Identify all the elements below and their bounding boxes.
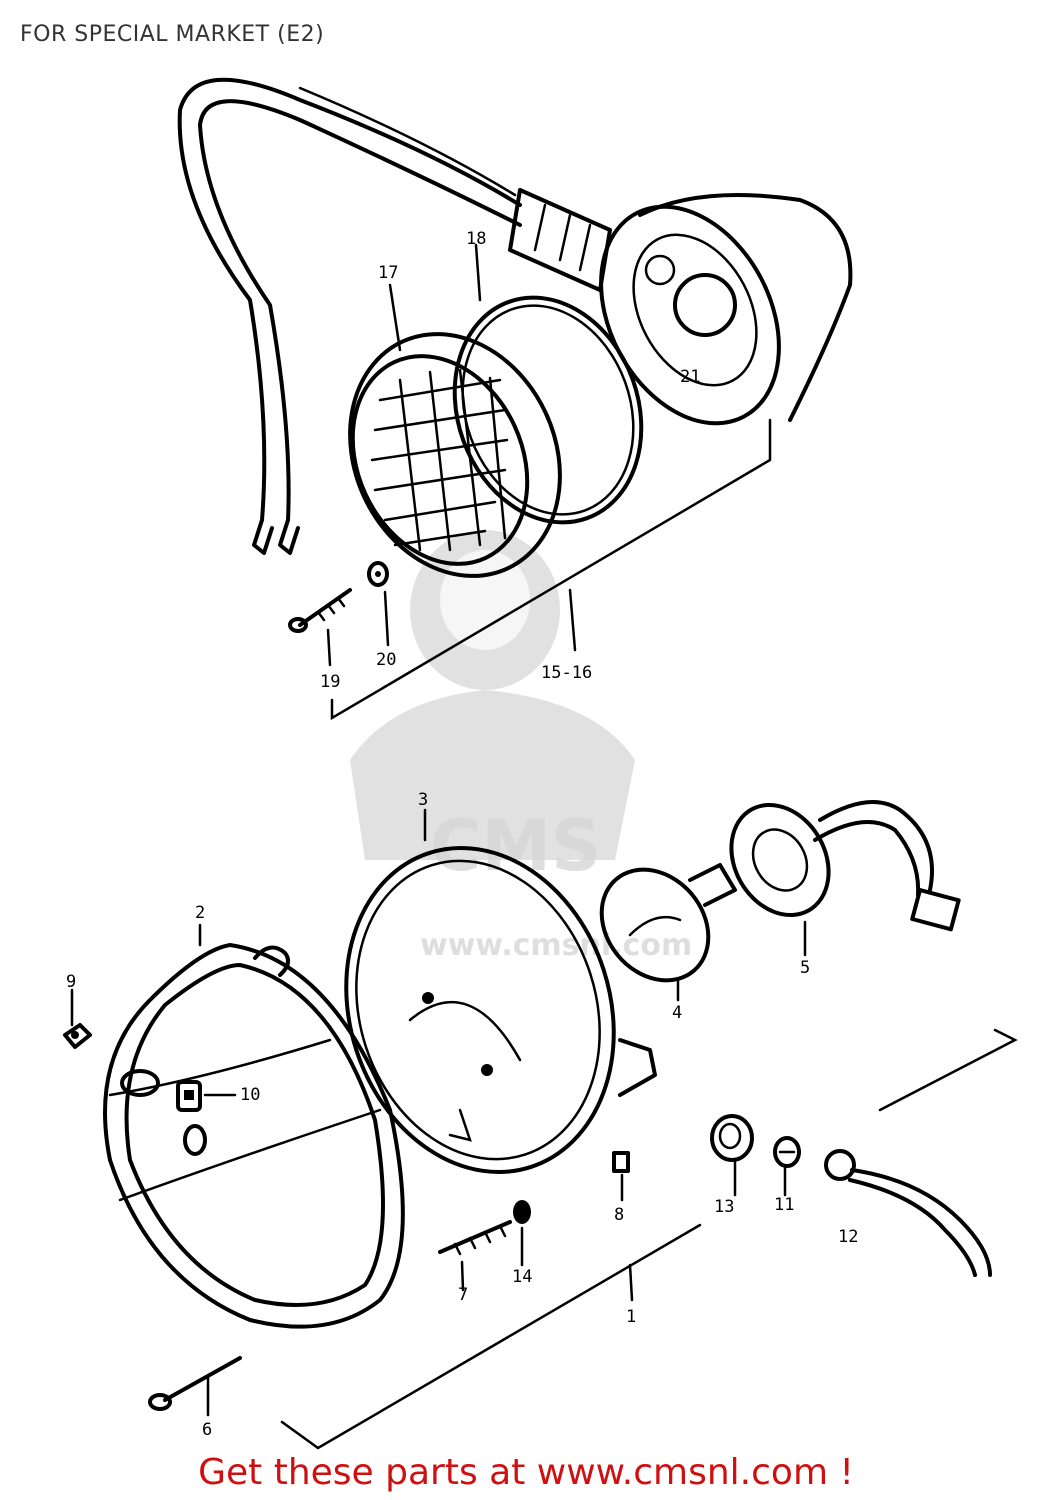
screw-9 [63,1023,92,1049]
callout-21: 21 [680,367,700,387]
callout-9: 9 [66,972,76,992]
callout-19: 19 [320,672,340,692]
callout-10: 10 [240,1085,260,1105]
callout-labels: 17 18 21 19 20 15-16 3 2 5 4 9 10 8 13 1… [66,229,858,1440]
headlight-assembly [63,800,1018,1450]
grommet-13 [710,1114,754,1162]
bulb-socket-5 [729,800,961,932]
callout-18: 18 [466,229,486,249]
headlight-bulb [599,863,737,983]
callout-8: 8 [614,1205,624,1225]
callout-7: 7 [458,1285,468,1305]
callout-6: 6 [202,1420,212,1440]
callout-5: 5 [800,958,810,978]
nut-8 [612,1151,630,1173]
turn-signal-lens [348,332,562,578]
pilot-bulb-11 [773,1136,801,1168]
turn-signal-housing [599,193,853,426]
screw-19 [288,588,352,633]
callout-1: 1 [626,1307,636,1327]
callout-17: 17 [378,263,398,283]
nut-14 [513,1200,531,1224]
callout-2: 2 [195,903,205,923]
watermark-logo: CMS www.cmsnl.com [350,530,692,963]
headlight-unit [344,846,657,1174]
watermark-url: www.cmsnl.com [420,928,692,963]
gasket-ring [452,295,644,525]
nut-10 [176,1080,202,1112]
callout-11: 11 [774,1195,794,1215]
screw-7 [438,1220,512,1256]
callout-13: 13 [714,1197,734,1217]
headlight-rim [103,943,405,1329]
callout-12: 12 [838,1227,858,1247]
turn-signal-assembly [177,77,853,721]
page-header: FOR SPECIAL MARKET (E2) [20,22,325,47]
bulb-socket [508,188,612,292]
get-parts-link[interactable]: Get these parts at www.cmsnl.com ! [198,1452,854,1493]
callout-3: 3 [418,790,428,810]
callout-20: 20 [376,650,396,670]
washer-20 [367,561,389,587]
screw-6 [148,1356,242,1411]
callout-14: 14 [512,1267,532,1287]
callout-15-16: 15-16 [541,663,592,683]
watermark-brand: CMS [430,805,601,887]
callout-4: 4 [672,1003,682,1023]
pilot-socket-12 [824,1149,992,1277]
